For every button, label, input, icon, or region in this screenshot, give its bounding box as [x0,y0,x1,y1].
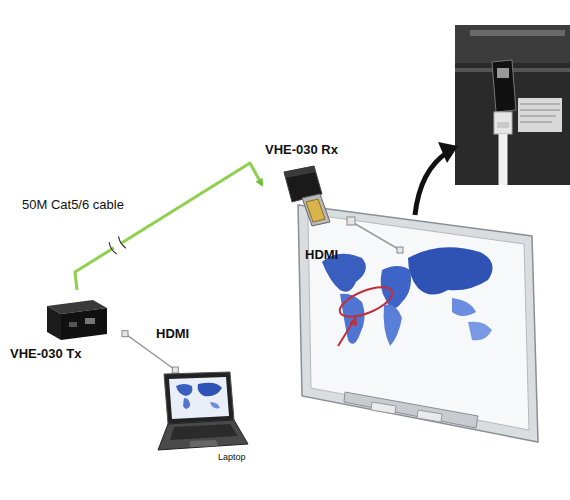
device-node: VHE-030 Rx [262,138,362,232]
cable-plug [122,331,128,337]
device-node: Laptop [150,370,260,465]
pointer-arrow-head [438,142,458,163]
pointer-arrow [415,152,448,215]
signal-label: HDMI [305,247,338,262]
device-icon [150,370,260,454]
hdmi-cable [347,217,403,253]
interactive-whiteboard [298,205,538,442]
device-icon [280,164,340,228]
device-label: VHE-030 Rx [265,142,338,157]
device-icon [41,294,113,344]
device-node: VHE-030 Tx [5,290,125,368]
device-label: VHE-030 Tx [10,346,82,361]
cable-label: HDMI [156,326,189,341]
cable-connector [75,163,262,290]
cable-plug [172,367,178,373]
cable-label: 50M Cat5/6 cable [22,197,124,212]
device-label: Laptop [218,452,246,462]
inset-photo [455,25,570,185]
